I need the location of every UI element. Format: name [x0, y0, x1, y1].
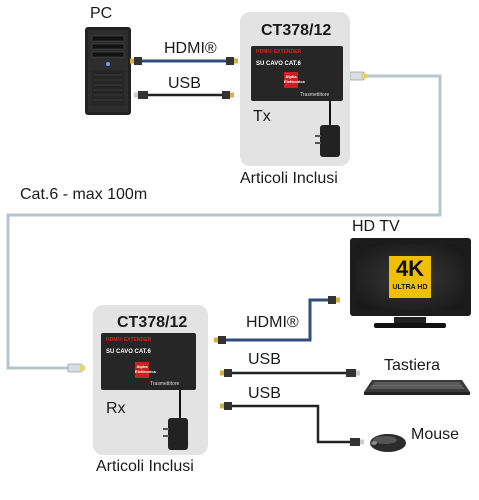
tv-icon: [350, 238, 471, 328]
receiver-model: CT378/12: [117, 314, 188, 331]
tv-screen-ultrahd: ULTRA HD: [392, 284, 428, 291]
keyboard-icon: [364, 380, 470, 395]
keyboard-label: Tastiera: [384, 357, 441, 374]
receiver-device-caption: Trasmettitore: [150, 381, 180, 387]
transmitter-device: [251, 46, 343, 101]
transmitter-included: Articoli Inclusi: [240, 170, 338, 187]
mouse-label: Mouse: [411, 426, 460, 443]
cat6-cable: [6, 71, 442, 373]
transmitter-logo: Alpha Elettronica: [284, 74, 305, 84]
tv-hdmi-cable: [214, 296, 340, 344]
tv-label: HD TV: [352, 218, 400, 235]
receiver-role: Rx: [106, 400, 126, 417]
transmitter-device-line1: HDMI® EXTENDER: [256, 49, 302, 55]
receiver-device: [101, 333, 196, 390]
keyboard-usb-cable: [220, 369, 360, 377]
pc-label: PC: [90, 5, 113, 22]
keyboard-usb-label: USB: [248, 351, 281, 368]
pc-hdmi-cable: [130, 57, 238, 65]
transmitter-model: CT378/12: [261, 22, 332, 39]
pc-usb-cable: [134, 91, 234, 99]
tv-hdmi-label: HDMI®: [246, 314, 299, 331]
receiver-logo: Alpha Elettronica: [135, 364, 156, 374]
pc-usb-label: USB: [168, 75, 201, 92]
mouse-usb-label: USB: [248, 385, 281, 402]
transmitter-power-adapter-icon: [315, 100, 340, 157]
mouse-icon: [370, 434, 406, 452]
pc-tower-icon: [85, 27, 131, 115]
transmitter-device-line2: SU CAVO CAT.6: [256, 61, 301, 67]
receiver-power-adapter-icon: [163, 390, 188, 450]
cat6-label: Cat.6 - max 100m: [20, 186, 148, 203]
receiver-device-line2: SU CAVO CAT.6: [106, 349, 151, 355]
tv-screen-4k: 4K: [395, 256, 425, 281]
transmitter-device-caption: Trasmettitore: [300, 92, 330, 98]
pc-hdmi-label: HDMI®: [164, 40, 217, 57]
receiver-included: Articoli Inclusi: [96, 458, 194, 475]
mouse-usb-cable: [220, 402, 364, 446]
transmitter-role: Tx: [253, 108, 271, 125]
receiver-device-line1: HDMI® EXTENDER: [106, 337, 152, 343]
